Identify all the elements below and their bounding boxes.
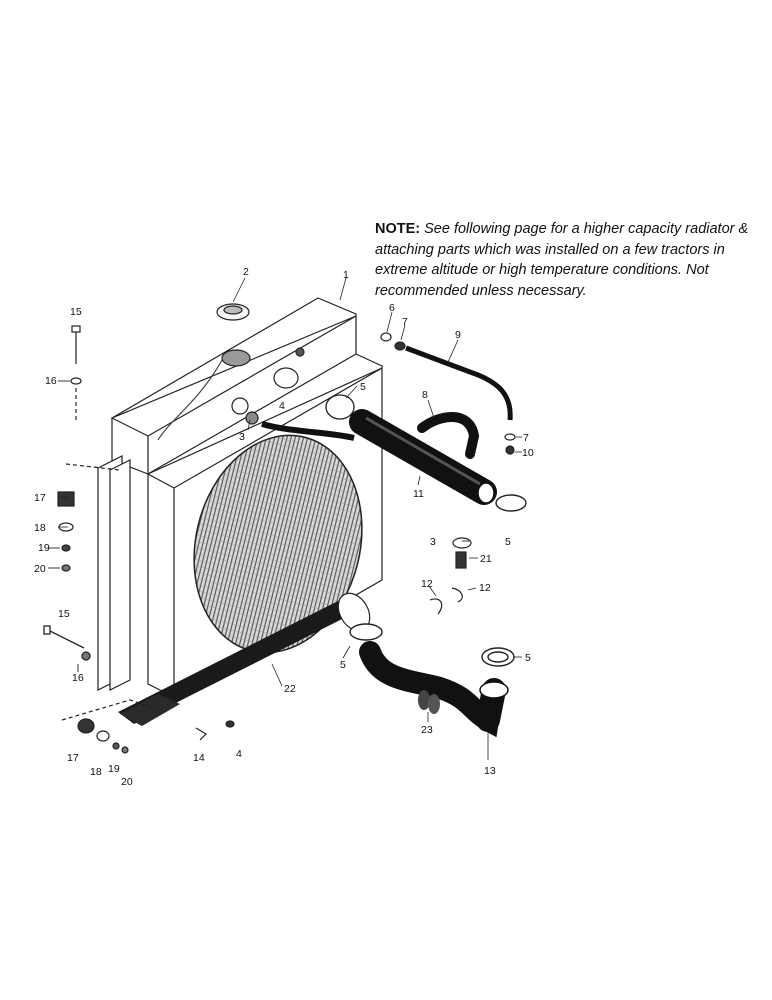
callout-5-lower-right: 5 — [525, 652, 531, 664]
callout-17-upper: 17 — [34, 492, 46, 504]
lower-radiator-hose — [337, 592, 509, 738]
callout-3-upper: 3 — [239, 431, 245, 443]
callout-5-right: 5 — [505, 536, 511, 548]
callout-21: 21 — [480, 553, 492, 565]
bypass-hose — [417, 412, 480, 459]
callout-4-upper: 4 — [279, 400, 285, 412]
callout-12-right: 12 — [479, 582, 491, 594]
elbow-fitting-stack — [429, 537, 472, 615]
callout-14: 14 — [193, 752, 205, 764]
callout-numbers: 1 2 3 3 4 4 5 5 5 5 6 7 7 8 9 10 11 12 1… — [34, 266, 534, 788]
callout-12-left: 12 — [421, 578, 433, 590]
callout-20-upper: 20 — [34, 563, 46, 575]
hose-clamp-right — [495, 494, 527, 512]
hose-clamp-upper — [325, 394, 355, 420]
bypass-tube-assembly — [380, 332, 516, 455]
drain-cock — [195, 720, 235, 741]
callout-17-lower: 17 — [67, 752, 79, 764]
callout-8: 8 — [422, 389, 428, 401]
hose-clamp-lower-right — [481, 647, 515, 667]
bottom-seal-strip — [118, 600, 356, 726]
callout-23: 23 — [421, 724, 433, 736]
left-upper-mount-parts — [57, 463, 121, 572]
callout-19-upper: 19 — [38, 542, 50, 554]
callout-22: 22 — [284, 683, 296, 695]
callout-20-lower: 20 — [121, 776, 133, 788]
note-label: NOTE: — [375, 221, 421, 237]
callout-7-lower: 7 — [523, 432, 529, 444]
mounting-bolt-lower — [43, 625, 91, 661]
overflow-hose — [261, 421, 355, 441]
callout-18-lower: 18 — [90, 766, 102, 778]
callout-19-lower: 19 — [108, 763, 120, 775]
callout-7-upper: 7 — [402, 316, 408, 328]
callout-1: 1 — [343, 269, 349, 281]
callout-18-upper: 18 — [34, 522, 46, 534]
callout-dash-marks — [48, 380, 470, 672]
callout-11: 11 — [413, 488, 424, 500]
callout-10: 10 — [522, 447, 534, 459]
callout-5-tank: 5 — [360, 381, 366, 393]
callout-6: 6 — [389, 302, 395, 314]
callout-5-lower: 5 — [340, 659, 346, 671]
tank-inlet-fittings — [231, 347, 305, 425]
note-body: See following page for a higher capacity… — [375, 221, 749, 299]
upper-radiator-hose — [349, 409, 497, 505]
side-bracket — [97, 455, 131, 691]
callout-leaders — [58, 277, 522, 760]
callout-3-lower: 3 — [430, 536, 436, 548]
callout-2: 2 — [243, 266, 249, 278]
note-text-block: NOTE: See following page for a higher ca… — [375, 219, 760, 301]
filler-cap-assembly — [157, 303, 251, 441]
callout-16-lower: 16 — [72, 672, 84, 684]
callout-13: 13 — [484, 765, 496, 777]
callout-15-lower: 15 — [58, 608, 70, 620]
callout-15-upper: 15 — [70, 306, 82, 318]
callout-9: 9 — [455, 329, 461, 341]
callout-16-upper: 16 — [45, 375, 57, 387]
mounting-bolt-upper — [70, 325, 82, 420]
callout-4-lower: 4 — [236, 748, 242, 760]
left-lower-mount-parts — [61, 699, 161, 754]
